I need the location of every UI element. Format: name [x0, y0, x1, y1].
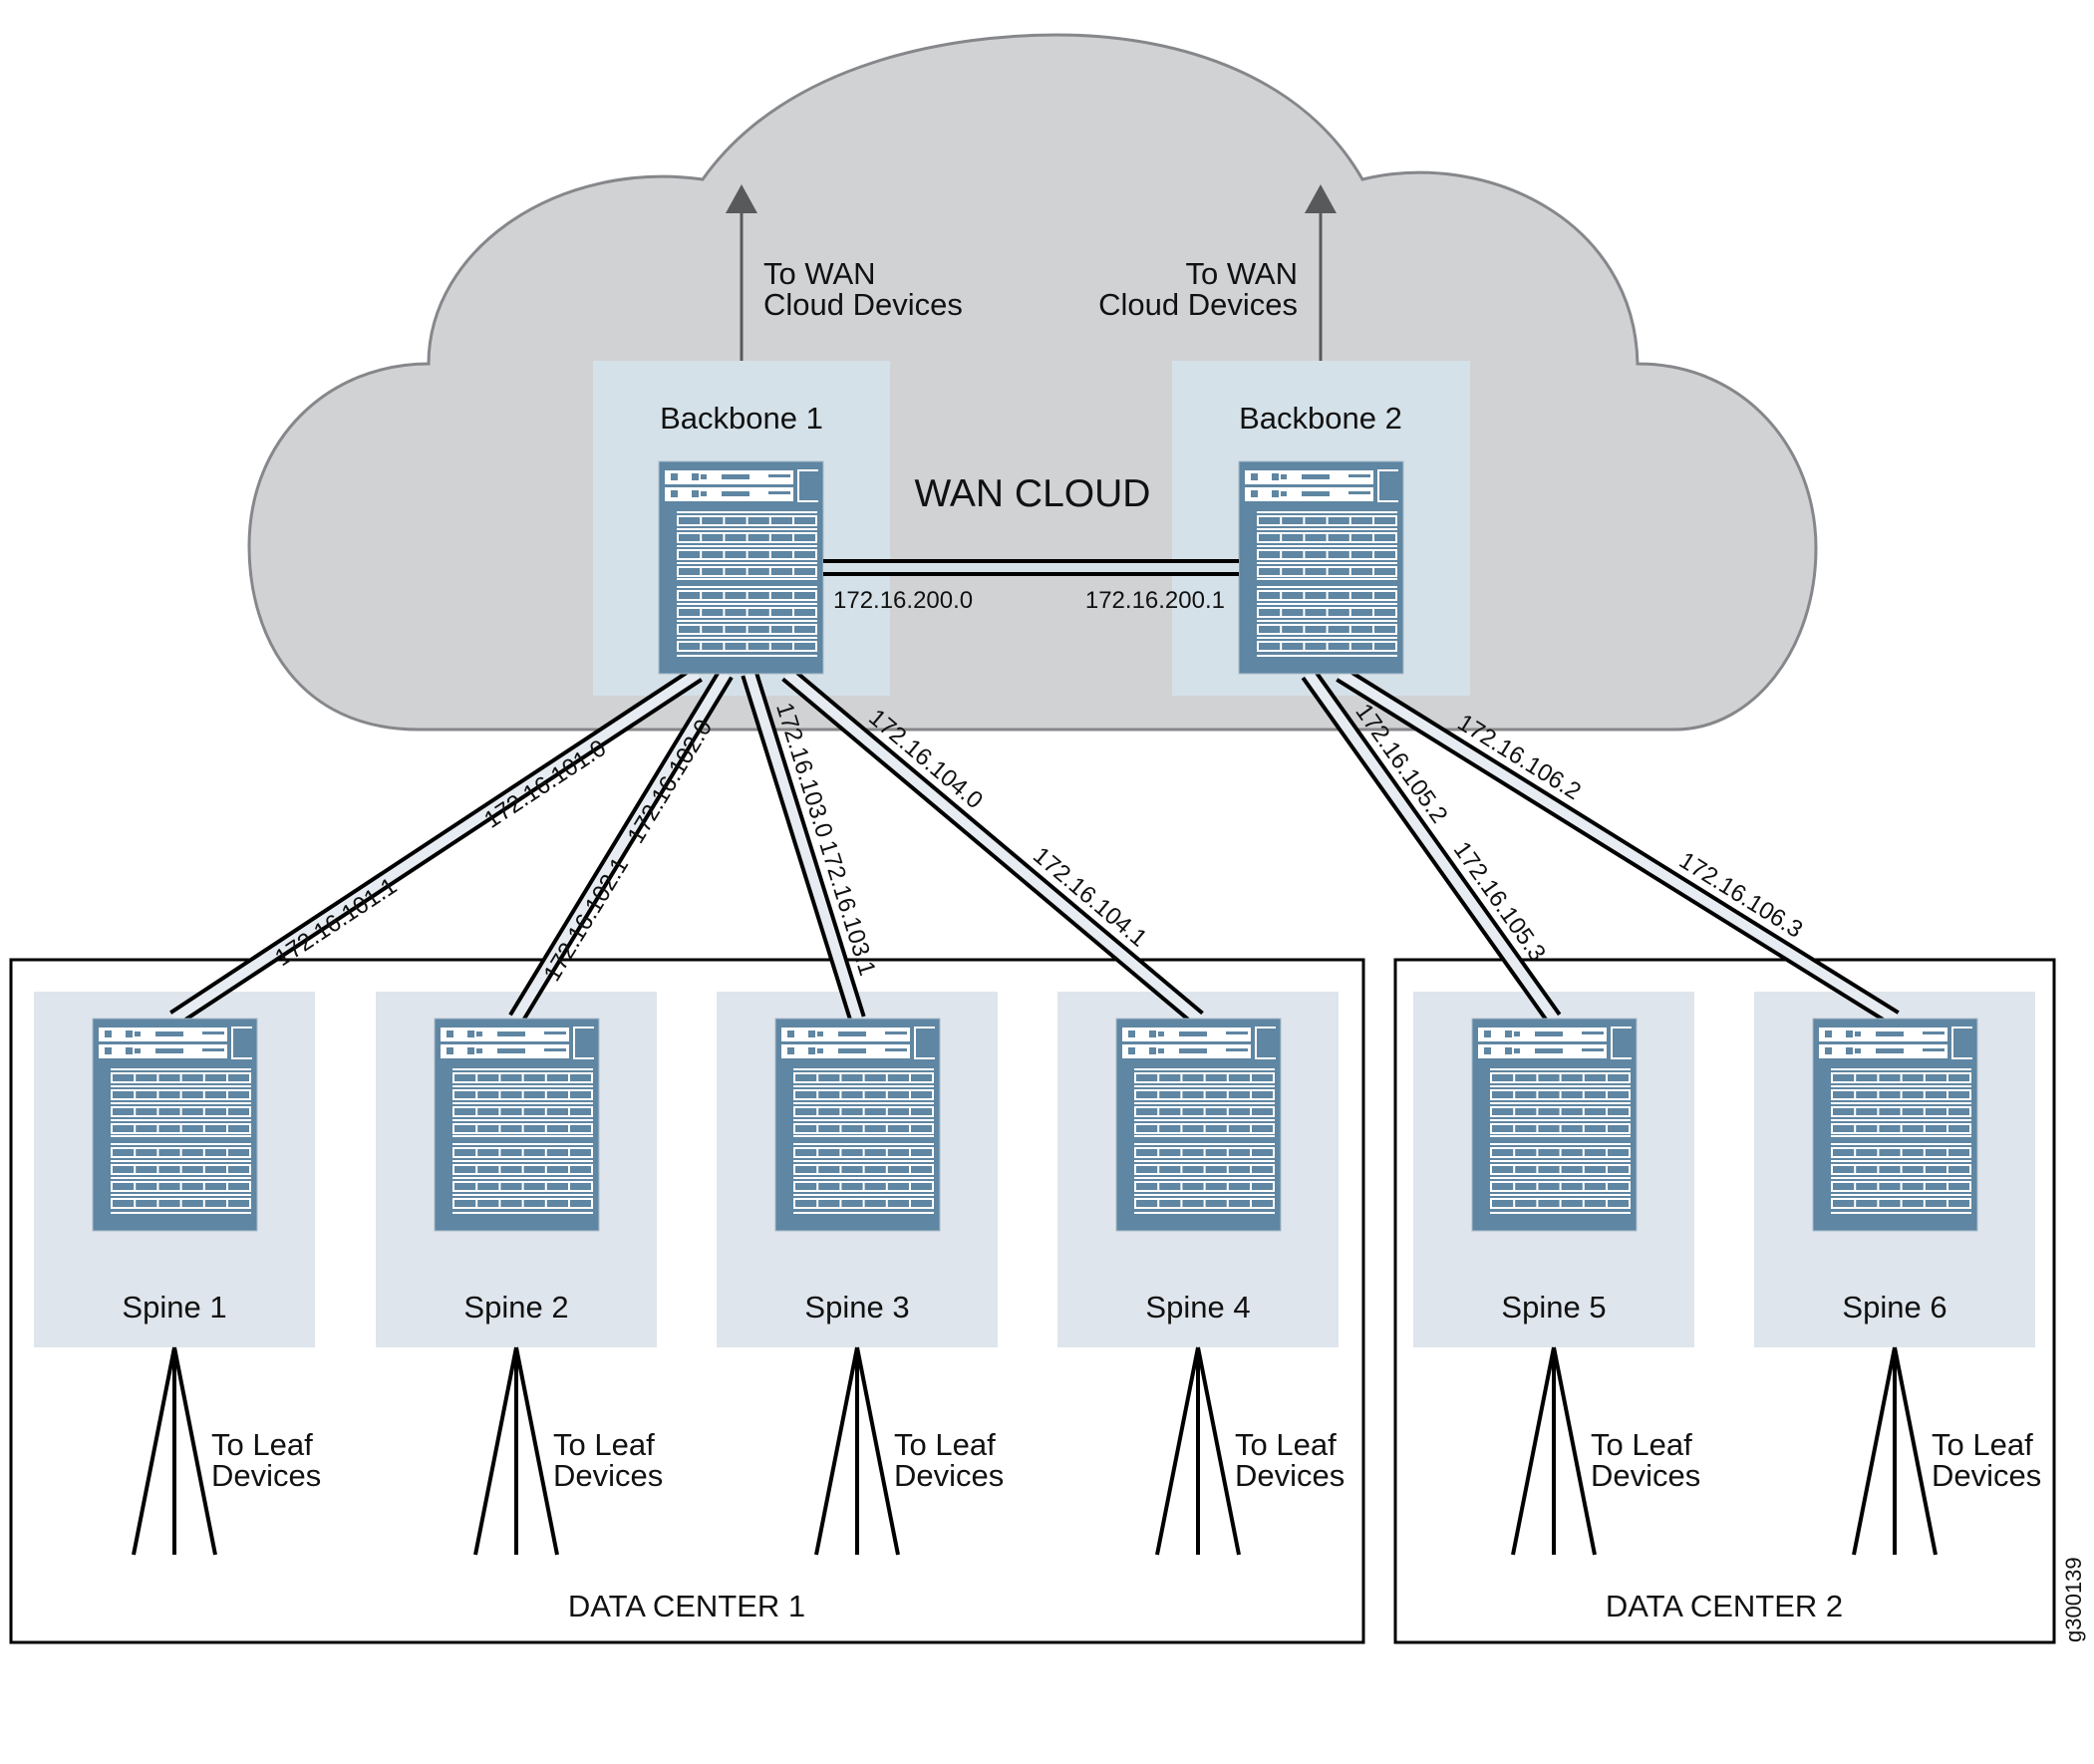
leaf-label-line1: To Leaf	[894, 1427, 996, 1462]
spine-6-switch-icon	[1812, 1018, 1978, 1232]
figure-id: g300139	[2061, 1557, 2086, 1642]
uplink-label-2-line1: To WAN	[1185, 256, 1298, 291]
spine-5-leaf-links	[1511, 1346, 1597, 1556]
data-center-1-label: DATA CENTER 1	[568, 1589, 805, 1623]
data-center-1-frame	[9, 958, 1365, 1644]
leaf-label-line2: Devices	[211, 1458, 321, 1493]
link-2-spine-ip: 172.16.102.1	[538, 853, 634, 987]
data-center-2-label: DATA CENTER 2	[1606, 1589, 1843, 1623]
spine-6-leaf-links	[1852, 1346, 1938, 1556]
backbone-link-ip-b: 172.16.200.1	[1085, 587, 1225, 614]
spine-5-label: Spine 5	[1501, 1290, 1606, 1324]
link-6	[1336, 666, 1900, 1027]
uplink-label-2-line2: Cloud Devices	[1098, 287, 1298, 322]
uplink-label-1-line1: To WAN	[763, 256, 876, 291]
backbone-2-switch-icon	[1238, 460, 1404, 675]
link-5	[1301, 668, 1562, 1025]
link-2-backbone-ip: 172.16.102.0	[622, 715, 718, 848]
spine-3-label: Spine 3	[804, 1290, 909, 1324]
spine-1-leaf-links	[132, 1346, 217, 1556]
link-4	[781, 667, 1204, 1026]
spine-4-label: Spine 4	[1145, 1290, 1250, 1324]
backbone-1-switch-icon	[658, 460, 824, 675]
leaf-label-line1: To Leaf	[553, 1427, 655, 1462]
leaf-label-line2: Devices	[1932, 1458, 2041, 1493]
spine-3-leaf-links	[814, 1346, 900, 1556]
leaf-label-line1: To Leaf	[1591, 1427, 1692, 1462]
uplink-label-1-line2: Cloud Devices	[763, 287, 963, 322]
link-1-backbone-ip: 172.16.101.0	[479, 735, 611, 834]
leaf-label-line2: Devices	[553, 1458, 663, 1493]
backbone-link-ip-a: 172.16.200.0	[833, 587, 973, 614]
backbone-2-label: Backbone 2	[1239, 401, 1402, 436]
wan-cloud	[247, 33, 1818, 732]
spine-1-label: Spine 1	[122, 1290, 226, 1324]
spine-4-switch-icon	[1115, 1018, 1282, 1232]
leaf-label-line2: Devices	[1591, 1458, 1700, 1493]
uplink-arrow-2	[1305, 184, 1337, 361]
spine-2-leaf-links	[473, 1346, 559, 1556]
uplink-arrow-1	[726, 184, 757, 361]
spine-5-switch-icon	[1471, 1018, 1638, 1232]
spine-2-label: Spine 2	[463, 1290, 568, 1324]
link-3	[741, 671, 866, 1022]
spine-2-switch-icon	[434, 1018, 600, 1232]
leaf-label-line2: Devices	[1235, 1458, 1345, 1493]
leaf-label-line1: To Leaf	[1235, 1427, 1337, 1462]
spine-3-switch-icon	[774, 1018, 941, 1232]
leaf-label-line2: Devices	[894, 1458, 1004, 1493]
wan-cloud-label: WAN CLOUD	[915, 472, 1151, 515]
link-2	[508, 669, 734, 1024]
leaf-label-line1: To Leaf	[1932, 1427, 2033, 1462]
link-1-spine-ip: 172.16.101.1	[270, 872, 402, 972]
leaf-label-line1: To Leaf	[211, 1427, 313, 1462]
backbone-link	[823, 559, 1239, 576]
data-center-2-frame	[1393, 958, 2056, 1644]
link-1	[169, 666, 703, 1027]
spine-1-switch-icon	[92, 1018, 258, 1232]
spine-6-label: Spine 6	[1842, 1290, 1946, 1324]
spine-4-leaf-links	[1155, 1346, 1241, 1556]
backbone-1-label: Backbone 1	[660, 401, 823, 436]
